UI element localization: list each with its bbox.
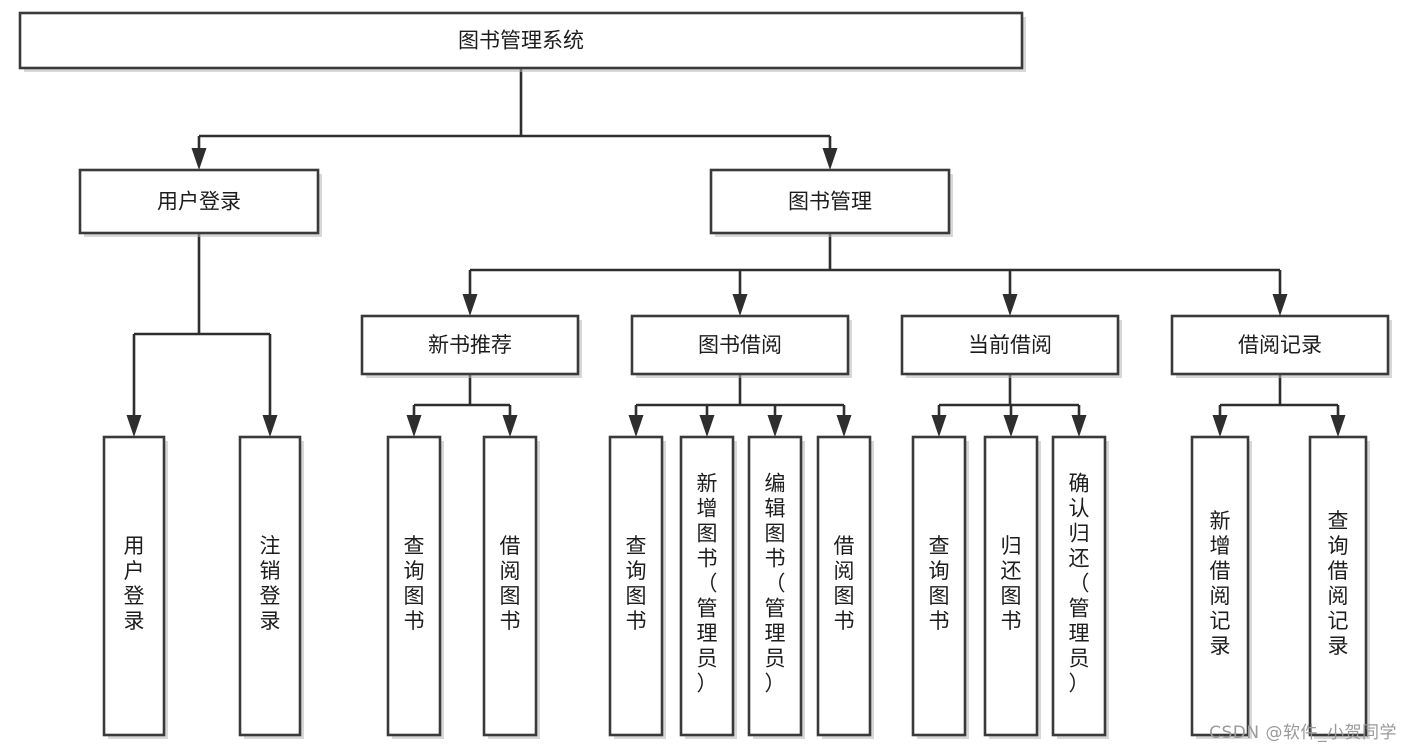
node-leaf-rec-query[interactable]: 查询借阅记录 <box>1308 435 1370 739</box>
arrow-head-icon <box>502 415 518 437</box>
node-rect[interactable] <box>679 435 735 737</box>
node-leaf-user-login[interactable]: 用户登录 <box>102 435 168 739</box>
arrow-head-icon <box>836 415 852 437</box>
arrow-head-icon <box>462 294 478 316</box>
node-label: 新增图书（管理员） <box>697 472 718 696</box>
node-label: 用户登录 <box>157 190 241 214</box>
node-root[interactable]: 图书管理系统 <box>18 11 1026 72</box>
node-newbook[interactable]: 新书推荐 <box>360 314 582 378</box>
node-label: 查询图书 <box>626 534 647 633</box>
node-rect[interactable] <box>360 314 580 376</box>
node-rect[interactable] <box>900 314 1120 376</box>
arrow-head-icon <box>406 415 422 437</box>
node-rect[interactable] <box>78 168 320 235</box>
arrow-head-icon <box>822 148 838 170</box>
node-leaf-user-logout[interactable]: 注销登录 <box>238 435 304 739</box>
node-label: 用户登录 <box>124 534 145 633</box>
node-label: 图书借阅 <box>698 333 782 357</box>
node-leaf-borrow-edit[interactable]: 编辑图书（管理员） <box>747 435 805 739</box>
node-leaf-new-query[interactable]: 查询图书 <box>386 435 444 739</box>
node-rect[interactable] <box>386 435 442 737</box>
arrow-head-icon <box>699 415 715 437</box>
node-label: 借阅图书 <box>500 534 521 633</box>
node-label: 当前借阅 <box>968 333 1052 357</box>
node-label: 注销登录 <box>260 534 281 633</box>
arrow-head-icon <box>126 415 142 437</box>
node-leaf-borrow-query[interactable]: 查询图书 <box>608 435 666 739</box>
node-label: 查询图书 <box>929 534 950 633</box>
node-leaf-borrow-do[interactable]: 借阅图书 <box>816 435 874 739</box>
node-label: 新书推荐 <box>428 333 512 357</box>
connector-group-records <box>1212 374 1346 437</box>
node-label: 查询图书 <box>404 534 425 633</box>
node-label: 借阅记录 <box>1238 333 1322 357</box>
node-rect[interactable] <box>747 435 803 737</box>
node-borrow[interactable]: 图书借阅 <box>630 314 852 378</box>
node-label: 确认归还（管理员） <box>1069 472 1090 696</box>
node-layer: 图书管理系统用户登录图书管理新书推荐图书借阅当前借阅借阅记录用户登录注销登录查询… <box>18 11 1392 739</box>
node-leaf-borrow-add[interactable]: 新增图书（管理员） <box>679 435 737 739</box>
node-label: 新增借阅记录 <box>1210 509 1231 658</box>
arrow-head-icon <box>191 148 207 170</box>
node-rect[interactable] <box>102 435 166 737</box>
node-rect[interactable] <box>608 435 664 737</box>
connector-layer <box>126 68 1346 437</box>
connector-group-newbook <box>406 374 518 437</box>
arrow-head-icon <box>1212 415 1228 437</box>
node-leaf-cur-confirm[interactable]: 确认归还（管理员） <box>1051 435 1109 739</box>
node-rect[interactable] <box>1170 314 1390 376</box>
node-rect[interactable] <box>1190 435 1250 737</box>
node-bookmgmt[interactable]: 图书管理 <box>709 168 953 237</box>
node-rect[interactable] <box>911 435 967 737</box>
node-label: 查询借阅记录 <box>1328 509 1349 658</box>
connector-group-bookmgmt <box>462 233 1288 316</box>
arrow-head-icon <box>1003 415 1019 437</box>
node-leaf-rec-add[interactable]: 新增借阅记录 <box>1190 435 1252 739</box>
node-label: 归还图书 <box>1001 534 1022 633</box>
watermark-label: CSDN @软件_小贺同学 <box>1209 723 1397 743</box>
node-label: 编辑图书（管理员） <box>765 472 786 696</box>
connector-group-login <box>126 233 278 437</box>
arrow-head-icon <box>931 415 947 437</box>
node-current[interactable]: 当前借阅 <box>900 314 1122 378</box>
node-leaf-new-borrow[interactable]: 借阅图书 <box>482 435 540 739</box>
arrow-head-icon <box>262 415 278 437</box>
node-rect[interactable] <box>709 168 951 235</box>
node-rect[interactable] <box>816 435 872 737</box>
node-leaf-cur-return[interactable]: 归还图书 <box>983 435 1041 739</box>
node-label: 图书管理 <box>788 190 872 214</box>
node-rect[interactable] <box>1308 435 1368 737</box>
arrow-head-icon <box>1071 415 1087 437</box>
node-label: 图书管理系统 <box>458 29 584 53</box>
node-rect[interactable] <box>482 435 538 737</box>
node-label: 借阅图书 <box>834 534 855 633</box>
node-records[interactable]: 借阅记录 <box>1170 314 1392 378</box>
node-login[interactable]: 用户登录 <box>78 168 322 237</box>
arrow-head-icon <box>767 415 783 437</box>
node-rect[interactable] <box>18 11 1024 70</box>
arrow-head-icon <box>1002 294 1018 316</box>
arrow-head-icon <box>732 294 748 316</box>
connector-group-current <box>931 374 1087 437</box>
arrow-head-icon <box>628 415 644 437</box>
node-rect[interactable] <box>983 435 1039 737</box>
node-rect[interactable] <box>630 314 850 376</box>
node-rect[interactable] <box>238 435 302 737</box>
connector-group-borrow <box>628 374 852 437</box>
node-rect[interactable] <box>1051 435 1107 737</box>
arrow-head-icon <box>1330 415 1346 437</box>
connector-group-root <box>191 68 838 170</box>
arrow-head-icon <box>1272 294 1288 316</box>
node-leaf-cur-query[interactable]: 查询图书 <box>911 435 969 739</box>
